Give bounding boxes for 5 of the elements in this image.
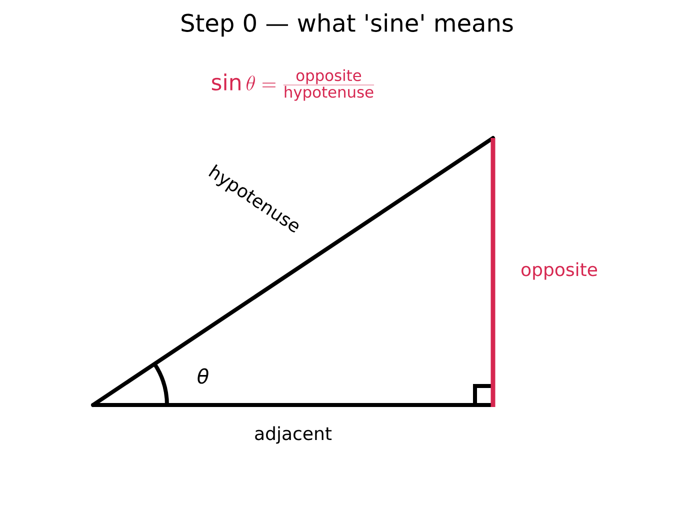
- title: Step 0 — what 'sine' means: [182, 13, 513, 37]
- side-label: adjacent: [255, 426, 332, 444]
- angle-label: θ: [198, 368, 208, 384]
- side-label: opposite: [522, 262, 597, 280]
- formula: $\sin\theta = \frac{\mathrm{opposite}}{\mathrm{hypotenuse}}$: [212, 69, 374, 101]
